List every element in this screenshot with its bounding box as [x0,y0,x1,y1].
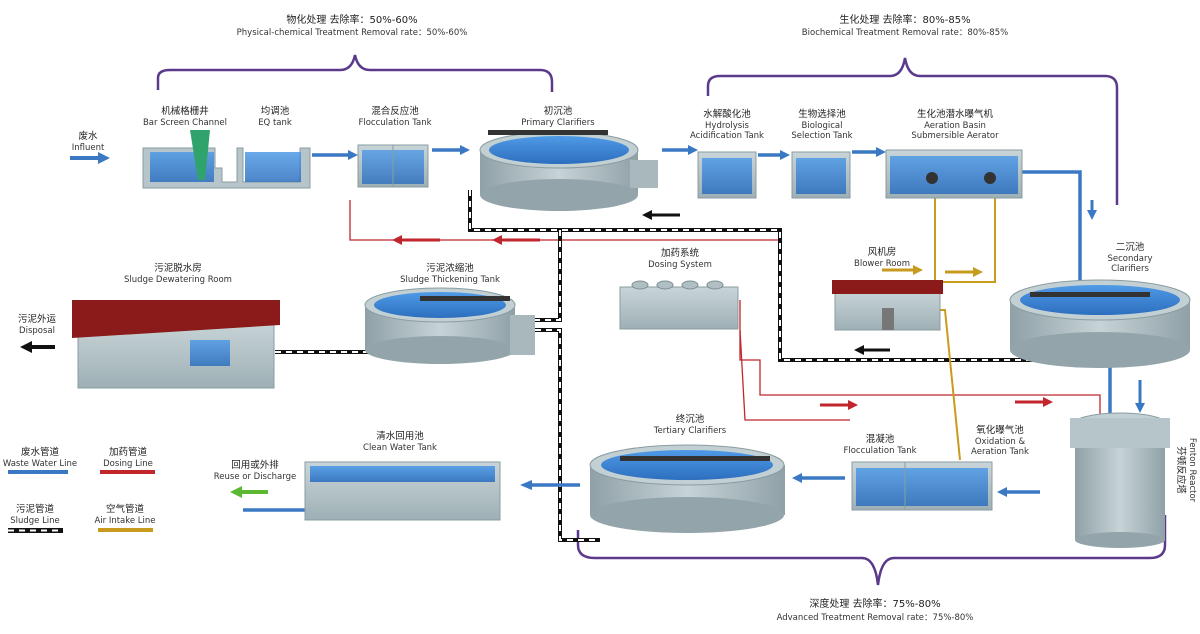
reuse-label: 回用或外排 [231,459,279,471]
flocculation-tank-1-label-en: Flocculation Tank [358,118,431,128]
sludge-lines [275,190,1050,542]
disposal-label-en: Disposal [19,326,55,336]
tertiary-clarifier-label: 终沉池 [676,413,705,425]
disposal-arrow [20,341,55,353]
oxidation-tank-label: 氧化曝气池 [976,424,1024,436]
advanced-section-bracket [576,515,1167,586]
secondary-bridge-icon [1030,292,1150,297]
clean-water-label: 清水回用池 [376,430,424,442]
legend-waste-water-label: 废水管道 [21,446,60,458]
waste-water-lines [243,170,1112,512]
primary-clarifier-label: 初沉池 [544,105,573,117]
sludge-dewatering-room [72,300,280,389]
bar-screen-label-en: Bar Screen Channel [143,118,227,128]
dosing-system-label: 加药系统 [661,247,700,259]
bar-screen-label: 机械格栅井 [161,105,209,117]
tertiary-clarifier [589,444,845,533]
influent-label: 废水 [78,130,98,142]
aeration-label: 生化池潜水曝气机 [917,108,994,120]
dosing-system [619,280,739,330]
legend-air-swatch [98,528,153,532]
flocculation-tank-2-label: 混凝池 [866,433,895,445]
sludge-thickening-label-en: Sludge Thickening Tank [400,275,500,285]
legend: 废水管道 Waste Water Line 加药管道 Dosing Line 污… [3,446,156,533]
bar-screen-and-eq-tank [142,130,311,189]
legend-sludge-label: 污泥管道 [16,503,55,515]
sludge-thickening-tank [364,287,535,364]
fenton-reactor-label: 芬顿反应塔 [1175,446,1187,494]
aerator-icon [984,172,996,184]
secondary-clarifier-label-en2: Clarifiers [1111,264,1149,274]
secondary-clarifier-label-en1: Secondary [1107,254,1152,264]
bio-selection-label-en1: Biological [802,121,843,131]
aeration-label-en2: Submersible Aerator [911,131,999,141]
bio-selection-label: 生物选择池 [798,108,846,120]
eq-tank-label: 均调池 [261,105,290,117]
sludge-thickening-label: 污泥浓缩池 [426,262,474,274]
biochemical-section-subtitle: Biochemical Treatment Removal rate：80%-8… [802,28,1008,38]
biochemical-section-title: 生化处理 去除率：80%-85% [839,13,970,26]
aeration-label-en1: Aeration Basin [924,121,986,131]
oxidation-tank-label-en1: Oxidation & [975,437,1026,447]
reuse-label-en: Reuse or Discharge [214,472,296,482]
legend-air-label: 空气管道 [106,503,145,515]
bio-selection-label-en2: Selection Tank [791,131,852,141]
biochemical-tanks [662,145,1023,199]
hydrolysis-label-en2: Acidification Tank [690,131,764,141]
primary-clarifier-label-en: Primary Clarifiers [521,118,595,128]
reuse-discharge-arrow [230,486,268,498]
legend-waste-water-label-en: Waste Water Line [3,459,77,469]
primary-bridge-icon [488,130,608,135]
hydrolysis-label-en1: Hydrolysis [705,121,750,131]
bar-screen-icon [190,130,210,180]
sludge-dewatering-label-en: Sludge Dewatering Room [124,275,232,285]
primary-clarifier [479,130,658,211]
legend-dosing-label-en: Dosing Line [103,459,153,469]
physical-section-bracket [156,54,554,92]
clean-water-label-en: Clean Water Tank [363,443,437,453]
legend-dosing-swatch [100,470,155,474]
blower-room-label-en: Blower Room [854,259,910,269]
flocculation-tank-2-label-en: Flocculation Tank [843,446,916,456]
fenton-reactor-label-en: Fenton Reactor [1187,438,1197,503]
flow-arrows [392,200,1145,413]
flocculation-tank-1 [312,144,470,188]
legend-dosing-label: 加药管道 [109,446,148,458]
advanced-section-title: 深度处理 去除率：75%-80% [809,597,940,610]
secondary-clarifier-label: 二沉池 [1116,241,1145,253]
legend-sludge-label-en: Sludge Line [10,516,60,526]
tertiary-clarifier-label-en: Tertiary Clarifiers [653,426,727,436]
flocculation-tank-1-label: 混合反应池 [371,105,419,117]
sludge-dewatering-label: 污泥脱水房 [154,262,202,274]
legend-air-label-en: Air Intake Line [94,516,155,526]
dosing-system-label-en: Dosing System [648,260,712,270]
disposal-label: 污泥外运 [18,313,57,325]
clean-water-tank [304,461,580,521]
hydrolysis-label: 水解酸化池 [703,108,751,120]
blower-room [832,280,943,331]
biochemical-section-bracket [706,57,1119,205]
legend-waste-water-swatch [8,470,68,474]
eq-tank-label-en: EQ tank [258,118,292,128]
flocculation-oxidation-tank [851,461,1040,511]
fenton-reactor [1070,412,1170,548]
physical-section-subtitle: Physical-chemical Treatment Removal rate… [237,28,468,38]
influent-arrow [70,152,110,164]
oxidation-tank-label-en2: Aeration Tank [971,447,1029,457]
advanced-section-subtitle: Advanced Treatment Removal rate：75%-80% [777,613,974,623]
physical-section-title: 物化处理 去除率：50%-60% [286,13,417,26]
blower-room-label: 风机房 [868,246,897,258]
secondary-clarifier [1009,279,1191,368]
influent-label-en: Influent [72,143,105,153]
aerator-icon [926,172,938,184]
